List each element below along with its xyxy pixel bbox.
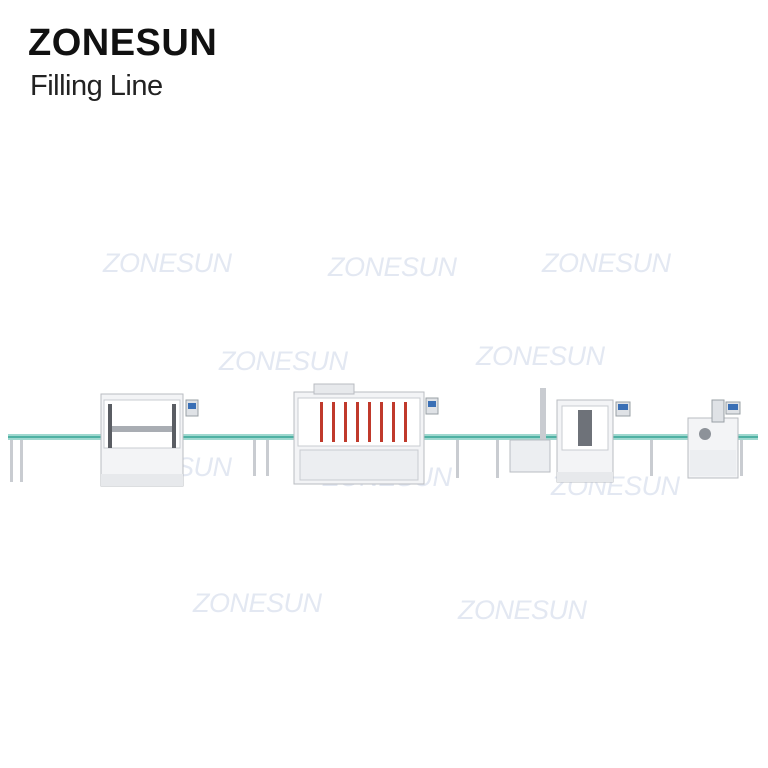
capping-station (100, 393, 199, 487)
piston-filling-machine (293, 383, 439, 485)
cap-feeder (509, 388, 551, 473)
watermark: ZONESUN (542, 248, 671, 278)
product-subtitle: Filling Line (30, 70, 163, 102)
watermark: ZONESUN (476, 341, 605, 371)
automatic-capping-machine (556, 399, 631, 483)
filling-line-illustration (8, 383, 758, 487)
labeling-machine (687, 399, 741, 479)
brand-title: ZONESUN (28, 22, 218, 64)
watermark: ZONESUN (328, 252, 457, 282)
watermark: ZONESUN (219, 346, 348, 376)
watermark: ZONESUN (103, 248, 232, 278)
watermark: ZONESUN (193, 588, 322, 618)
watermark: ZONESUN (458, 595, 587, 625)
